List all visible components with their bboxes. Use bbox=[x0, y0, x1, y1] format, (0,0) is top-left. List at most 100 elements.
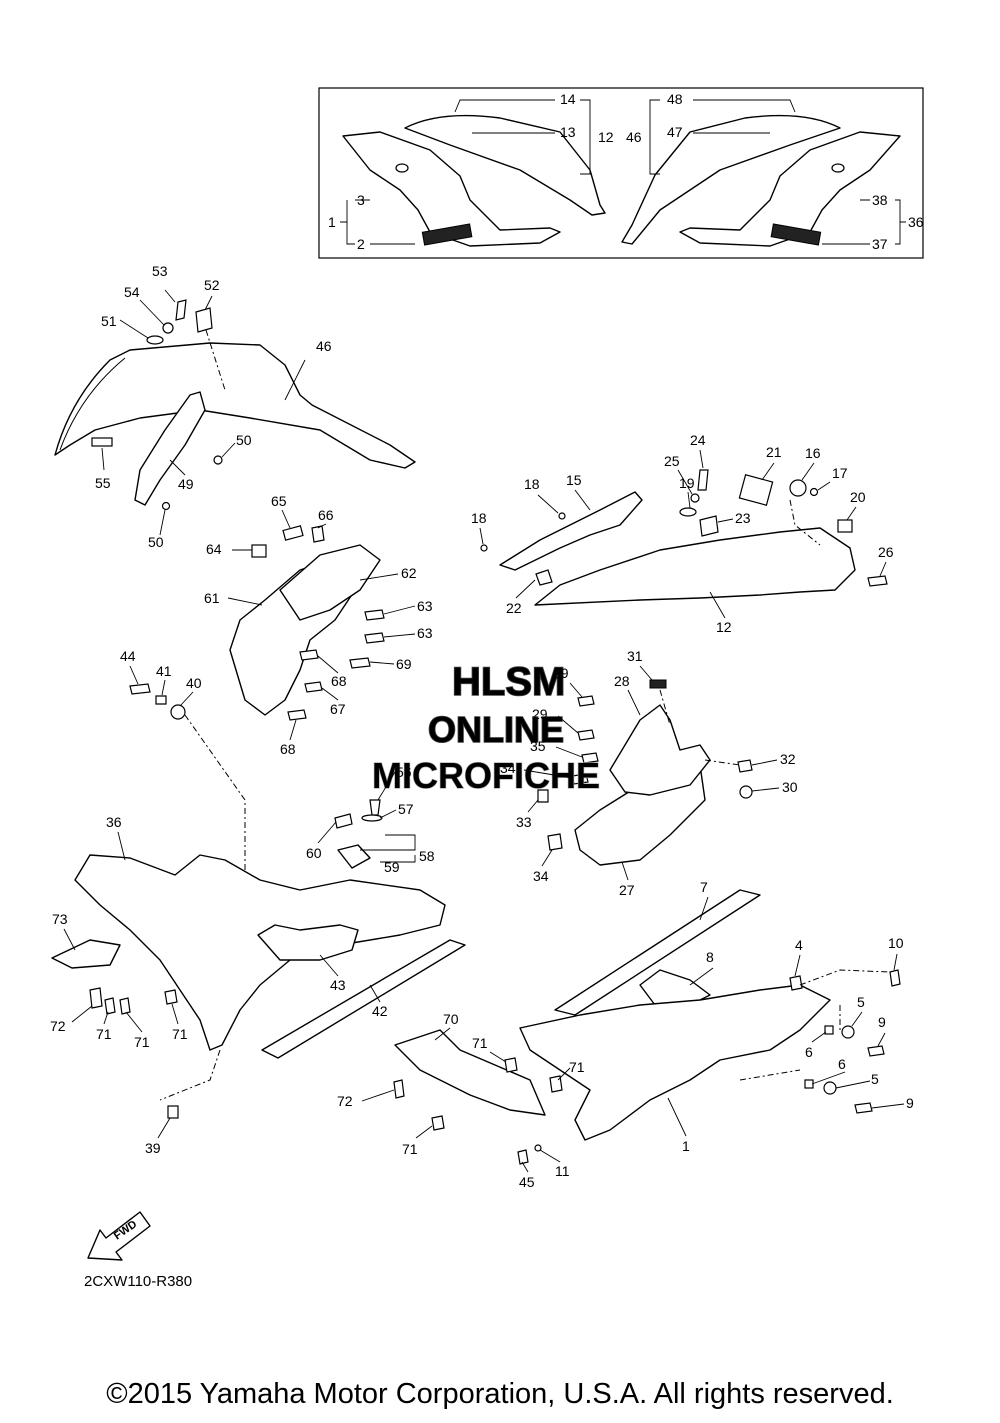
leader-50b bbox=[159, 509, 166, 536]
leader-63a bbox=[383, 605, 416, 615]
callout-30: 30 bbox=[782, 779, 798, 795]
callout-18b: 18 bbox=[471, 510, 487, 526]
collar-6a bbox=[824, 1025, 834, 1035]
callout-7: 7 bbox=[700, 879, 708, 895]
inset-right-side-cowl bbox=[679, 131, 901, 247]
callout-13: 13 bbox=[560, 124, 576, 140]
rivet-71c bbox=[164, 989, 178, 1005]
leader-18b bbox=[479, 527, 484, 545]
callout-48: 48 bbox=[667, 91, 683, 107]
callout-58: 58 bbox=[419, 848, 435, 864]
leader-6a bbox=[811, 1031, 827, 1043]
clip-33 bbox=[537, 789, 549, 803]
grommet-51 bbox=[146, 335, 164, 345]
upper-side-cowl-46 bbox=[54, 342, 416, 469]
rivet-71d bbox=[504, 1057, 518, 1073]
leader-72b bbox=[361, 1089, 395, 1102]
rivet-71b bbox=[119, 997, 131, 1015]
leader-54 bbox=[139, 299, 165, 326]
fastener-52 bbox=[195, 307, 213, 333]
callout-31: 31 bbox=[627, 648, 643, 664]
damper-31 bbox=[649, 679, 667, 689]
watermark: HLSM ONLINE MICROFICHE bbox=[371, 659, 600, 796]
leader-39 bbox=[157, 1117, 171, 1139]
callout-39: 39 bbox=[145, 1140, 161, 1156]
leader-34a bbox=[523, 769, 573, 779]
clip-72b bbox=[393, 1079, 405, 1099]
dash-28 bbox=[659, 689, 741, 766]
screw-68a bbox=[299, 649, 319, 661]
collar-17 bbox=[809, 487, 819, 497]
callout-66: 66 bbox=[318, 507, 334, 523]
bolt-55 bbox=[91, 437, 113, 447]
callout-46-inset: 46 bbox=[626, 129, 642, 145]
callout-29b: 29 bbox=[532, 706, 548, 722]
damper-21 bbox=[738, 474, 774, 506]
damper-65 bbox=[282, 525, 304, 541]
bolt-26 bbox=[867, 575, 888, 587]
leader-7 bbox=[699, 896, 709, 921]
cowl-edge-line bbox=[59, 357, 126, 451]
leader-41 bbox=[161, 679, 166, 696]
leader-71e bbox=[557, 1067, 571, 1081]
callout-8: 8 bbox=[706, 949, 714, 965]
callout-34b: 34 bbox=[533, 868, 549, 884]
bracket-58-59 bbox=[360, 834, 416, 863]
leader-19 bbox=[687, 491, 691, 509]
lower-side-cowl-36 bbox=[74, 854, 446, 1051]
rivet-71f bbox=[431, 1115, 445, 1131]
callout-29a: 29 bbox=[553, 665, 569, 681]
bracket-group bbox=[334, 799, 416, 869]
watermark-hlsm: HLSM bbox=[452, 660, 565, 704]
upper-right-cowl-group bbox=[480, 469, 888, 606]
leader-46 bbox=[284, 359, 306, 401]
fwd-arrow: FWD bbox=[87, 1211, 151, 1261]
callout-43: 43 bbox=[330, 977, 346, 993]
rivet-71a bbox=[104, 997, 116, 1015]
screw-35 bbox=[581, 752, 599, 764]
bracket-1 bbox=[340, 199, 415, 245]
leader-48 bbox=[693, 99, 796, 113]
leader-34b bbox=[541, 849, 553, 867]
inset-left-hole bbox=[395, 163, 409, 173]
screw-69 bbox=[349, 657, 371, 669]
leader-4 bbox=[794, 954, 801, 977]
callout-27: 27 bbox=[619, 882, 635, 898]
leader-42 bbox=[369, 984, 381, 1003]
leader-63b bbox=[383, 633, 416, 638]
bolt-60 bbox=[334, 813, 353, 829]
leader-22 bbox=[515, 579, 536, 599]
leader-10 bbox=[893, 953, 898, 971]
leader-71c bbox=[171, 1003, 179, 1025]
leader-56 bbox=[377, 771, 396, 801]
washer-25 bbox=[690, 493, 700, 503]
seal-strip-7 bbox=[554, 889, 761, 1016]
screw-29a bbox=[577, 695, 595, 707]
watermark-online: ONLINE bbox=[428, 709, 564, 750]
seal-strip-42 bbox=[261, 939, 466, 1059]
fastener-23 bbox=[699, 515, 719, 537]
nut-4 bbox=[789, 975, 803, 991]
callout-18a: 18 bbox=[524, 476, 540, 492]
callout-71f: 71 bbox=[402, 1141, 418, 1157]
leader-30 bbox=[751, 787, 780, 792]
callout-67: 67 bbox=[330, 701, 346, 717]
screw-34a bbox=[571, 773, 589, 785]
leader-31 bbox=[639, 665, 653, 681]
callout-33: 33 bbox=[516, 814, 532, 830]
lower-right-cowl-group bbox=[393, 889, 901, 1165]
callout-60: 60 bbox=[306, 845, 322, 861]
graphics-inset bbox=[318, 87, 924, 259]
leader-43 bbox=[319, 954, 339, 977]
bolt-22 bbox=[535, 569, 553, 586]
side-cowl-12 bbox=[534, 527, 856, 606]
callout-1: 1 bbox=[682, 1138, 690, 1154]
screw-9a bbox=[867, 1045, 885, 1057]
callout-72: 72 bbox=[50, 1018, 66, 1034]
leader-9b bbox=[871, 1103, 905, 1109]
callout-26: 26 bbox=[878, 544, 894, 560]
collar-41 bbox=[155, 695, 167, 705]
callout-71d: 71 bbox=[472, 1035, 488, 1051]
callout-14: 14 bbox=[560, 91, 576, 107]
collar-18a bbox=[558, 512, 566, 520]
